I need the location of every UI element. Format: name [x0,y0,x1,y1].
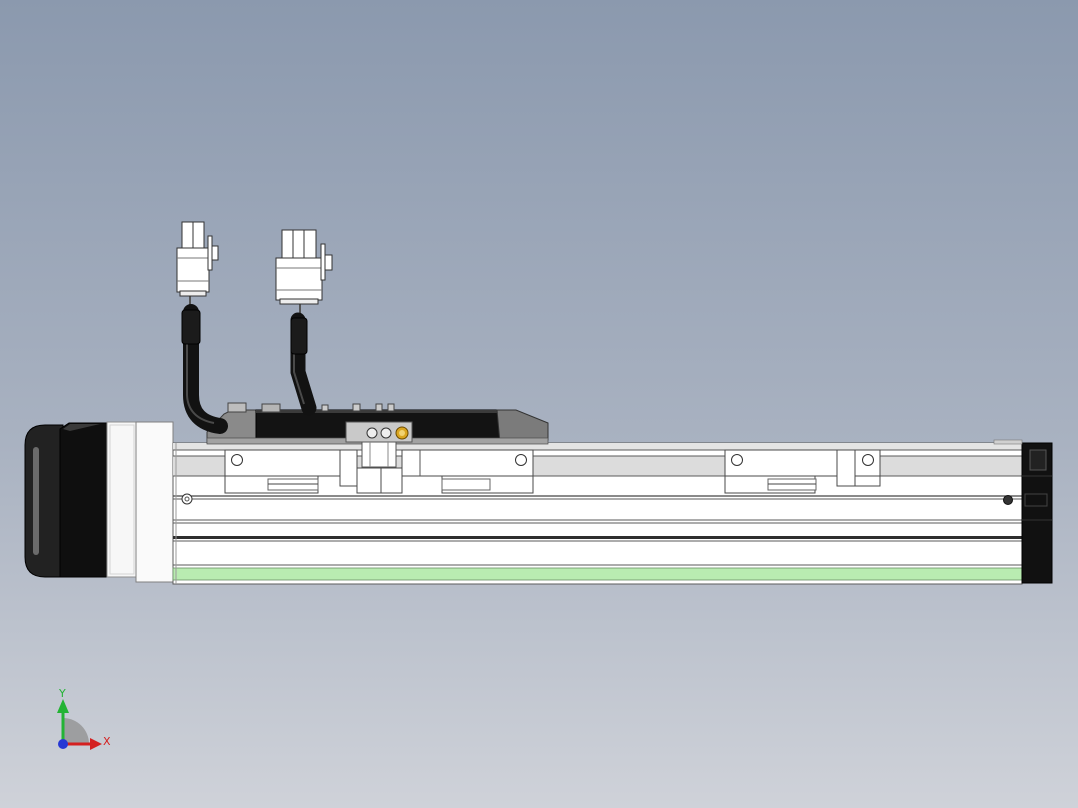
motor-adapter-flange[interactable] [106,421,138,578]
slider-block-pad [441,478,491,491]
cable-gland[interactable] [227,402,247,413]
end-cap-body[interactable] [1021,442,1053,584]
plate-fitting [352,403,361,412]
carriage-plate-right-bevel[interactable] [496,409,549,444]
rail-screw-left[interactable] [181,493,193,505]
end-block-flange[interactable] [135,421,174,583]
coordinate-triad-icon: Y X [57,687,111,750]
slider-assembly-right[interactable] [724,449,881,494]
cable-gland[interactable] [261,403,281,413]
motor-end-cap-slot [33,447,39,555]
connector-body[interactable] [176,247,210,293]
connector-pin-housing [281,229,294,259]
triad-plane-shade [63,718,89,744]
bracket-screw[interactable] [380,427,392,439]
slider-side-plate [339,449,358,487]
cable-jacket[interactable] [183,304,228,434]
motor-adapter-flange-inset [109,424,135,575]
triad-x-label: X [103,735,111,748]
motor[interactable] [24,422,109,578]
plate-fitting [375,403,383,412]
plate-fitting [321,404,329,412]
sensor-bracket-tab[interactable] [361,441,397,468]
slider-block[interactable] [724,449,838,477]
connector-pin-housing [303,229,317,259]
rail-screw-right[interactable] [1003,495,1013,505]
motor-body-highlight [63,424,100,431]
motor-end-cap[interactable] [24,424,64,578]
rail-top-lip [993,439,1023,445]
connector-pin-housing [292,229,305,259]
motor-body[interactable] [59,422,109,578]
slider-block[interactable] [224,449,344,477]
bracket-screw[interactable] [366,427,378,439]
slider-bolt-hole [731,454,743,466]
slider-block[interactable] [401,449,534,477]
end-cap-port [1029,449,1047,471]
cable-strain-relief [290,317,308,355]
cable-highlight [186,318,215,424]
end-cap-slot [1024,493,1048,507]
triad-z-axis-dot [58,739,68,749]
connector-base [179,290,207,297]
rail-green-strip [172,567,1023,581]
rail-screw-left-inner [184,496,190,502]
connector-base [279,298,319,305]
rail-groove [173,536,1022,539]
slider-center-block [356,467,382,494]
connector-3pin[interactable] [275,229,333,305]
connector-latch-hook [211,245,219,261]
sensor-bracket[interactable] [345,421,413,468]
plate-fitting [387,403,395,412]
connector-body[interactable] [275,257,323,301]
connector-latch[interactable] [207,235,213,271]
slider-bolt-hole [515,454,527,466]
cable-right[interactable] [290,300,317,416]
connector-latch-hook [324,254,333,271]
rail-end-cap[interactable] [993,439,1053,584]
connector-latch[interactable] [320,243,326,281]
slider-assembly-left[interactable] [224,449,534,494]
bracket-brass-bolt-inner [399,430,405,436]
cable-left[interactable] [181,292,228,434]
slider-end-block-lower [854,475,881,487]
connector-pin-housing [192,221,205,249]
slider-bolt-hole [231,454,243,466]
cable-strain-relief [181,309,201,345]
connector-pin-housing [181,221,194,249]
slider-bolt-hole [862,454,874,466]
connector-2pin[interactable] [176,221,219,297]
triad-x-arrowhead [90,738,102,750]
linear-actuator-model[interactable] [24,221,1053,585]
triad-y-label: Y [58,687,66,700]
slider-side-plate [836,449,856,487]
slider-center-block [380,467,403,494]
rail-top-band [173,443,1022,450]
triad-y-arrowhead [57,699,69,713]
